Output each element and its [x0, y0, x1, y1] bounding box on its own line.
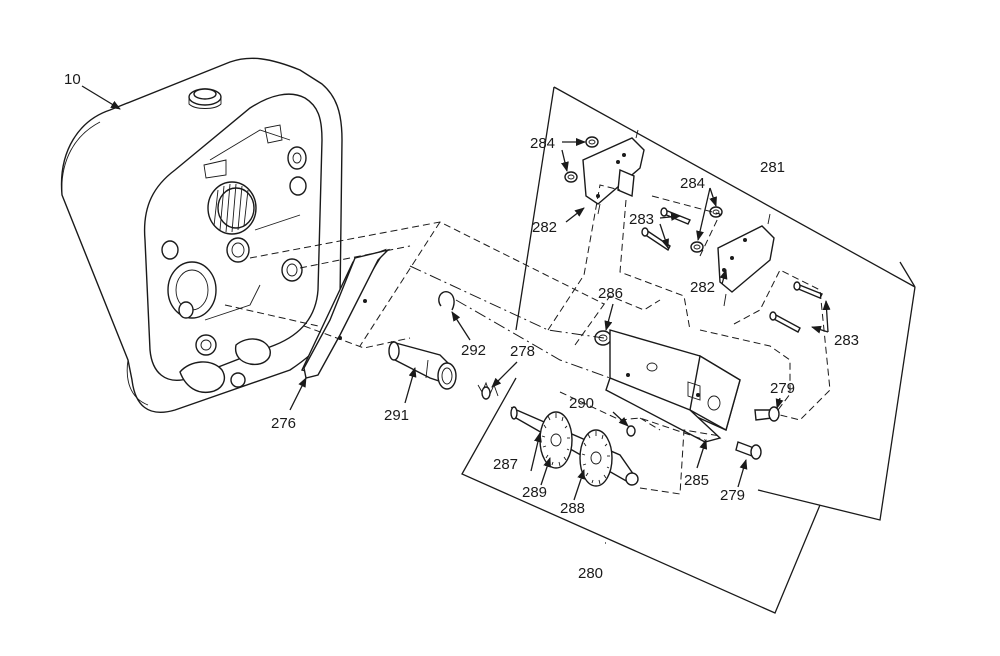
ring-part-292	[438, 291, 455, 311]
callout-283-a: 283	[629, 211, 654, 228]
clip-part-290	[626, 425, 636, 437]
leader-arrows	[81, 85, 831, 544]
callout-labels: 10 276 278 279 279 280 281 282 282 283 2…	[64, 71, 859, 582]
callout-284-b: 284	[680, 175, 705, 192]
screw-part-283-d	[769, 311, 801, 333]
encoder-disk-part-289	[539, 411, 573, 469]
assembly-outline-280	[461, 377, 821, 614]
nut-part-284-b	[564, 171, 578, 183]
callout-283-b: 283	[834, 332, 859, 349]
housing-part-10	[60, 57, 343, 414]
callout-10: 10	[64, 71, 81, 88]
gasket-part-276	[301, 248, 391, 379]
callout-289: 289	[522, 484, 547, 501]
nut-part-284-c	[709, 206, 723, 218]
bracket-part-285	[605, 329, 741, 443]
encoder-disk-part-288	[579, 429, 613, 487]
nut-part-284-d	[690, 241, 704, 253]
switch-part-282-upper	[582, 129, 645, 215]
callout-279-b: 279	[720, 487, 745, 504]
callout-284-a: 284	[530, 135, 555, 152]
screw-part-283-b	[641, 227, 671, 252]
callout-288: 288	[560, 500, 585, 517]
screw-part-279-b	[735, 441, 762, 460]
callout-282-b: 282	[690, 279, 715, 296]
switch-part-282-lower	[717, 213, 775, 307]
callout-287: 287	[493, 456, 518, 473]
screw-part-283-c	[793, 281, 823, 299]
callout-285: 285	[684, 472, 709, 489]
callout-278: 278	[510, 343, 535, 360]
callout-290: 290	[569, 395, 594, 412]
callout-279-a: 279	[770, 380, 795, 397]
callout-276: 276	[271, 415, 296, 432]
shaft-part-291	[388, 341, 457, 390]
phantom-lines	[224, 184, 831, 495]
callout-280: 280	[578, 565, 603, 582]
screw-part-279-a	[754, 406, 780, 422]
encoder-shaft-part-287	[510, 406, 639, 486]
spring-part-278	[477, 381, 499, 400]
callout-292: 292	[461, 342, 486, 359]
callout-291: 291	[384, 407, 409, 424]
callout-281: 281	[760, 159, 785, 176]
callout-282-a: 282	[532, 219, 557, 236]
nut-part-284-a	[585, 136, 599, 148]
assembly-outline-281	[515, 86, 916, 521]
callout-286: 286	[598, 285, 623, 302]
